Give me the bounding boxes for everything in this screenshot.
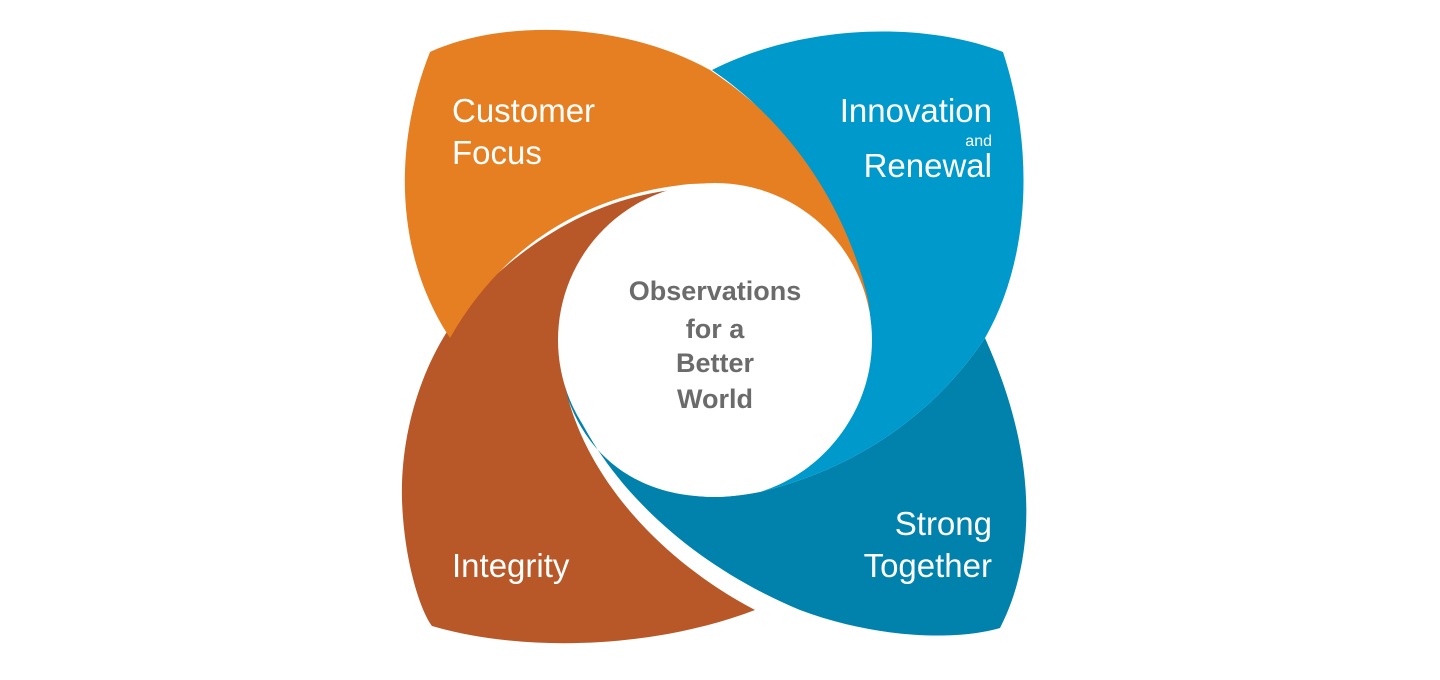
center-line-1: Observations [629,276,802,306]
strong-together-label: Strong Together [864,505,992,584]
innovation-connector: and [965,133,992,150]
strong-together-line-1: Strong [895,505,992,542]
innovation-label: Innovation and Renewal [840,92,992,184]
center-line-4: World [677,384,753,414]
center-text: Observations for a Better World [629,276,802,414]
strong-together-line-2: Together [864,547,992,584]
center-line-3: Better [676,348,755,378]
center-line-2: for a [686,314,745,344]
customer-focus-line-1: Customer [452,92,595,129]
customer-focus-label: Customer Focus [452,92,595,171]
center-circle [558,183,872,497]
integrity-line-1: Integrity [452,547,570,584]
petal-integrity [401,187,755,644]
innovation-line-1: Innovation [840,92,992,129]
petal-innovation-renewal [712,31,1024,492]
integrity-label: Integrity [452,547,570,584]
petal-customer-focus [404,29,872,339]
petal-strong-together [560,338,1027,636]
innovation-line-2: Renewal [864,147,992,184]
customer-focus-line-2: Focus [452,134,542,171]
